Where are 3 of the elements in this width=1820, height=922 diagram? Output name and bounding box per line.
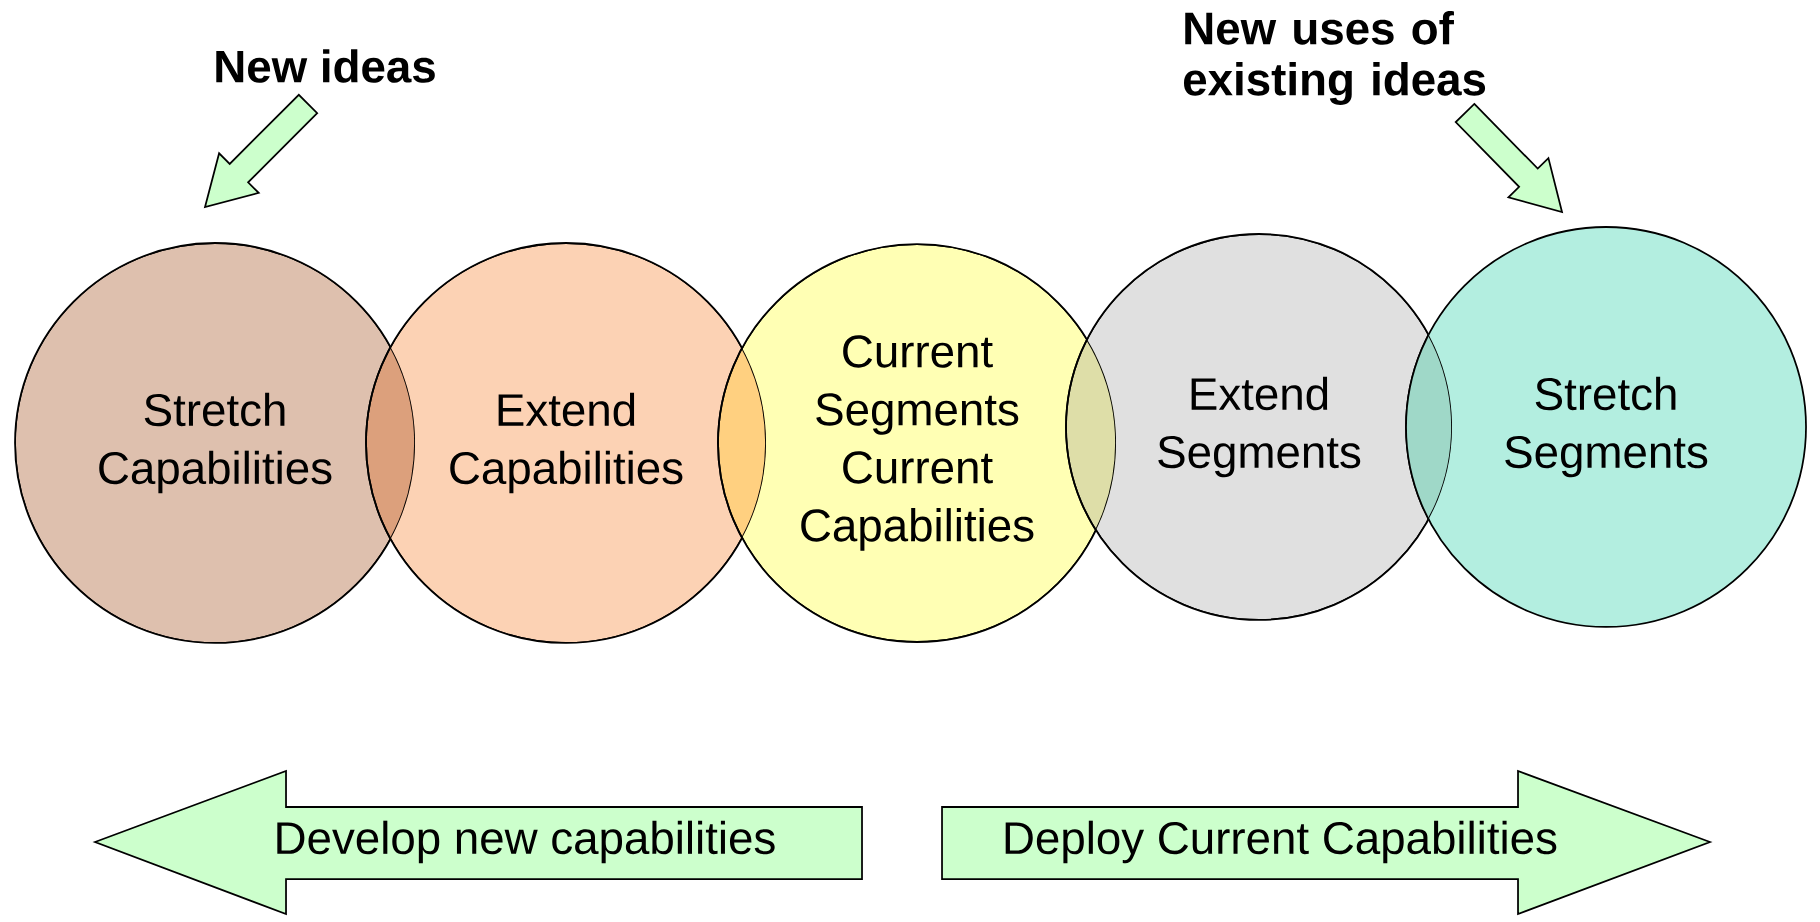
arrow xyxy=(203,93,319,209)
heading: New uses of existing ideas xyxy=(1184,11,1486,105)
heading: New ideas xyxy=(216,49,435,83)
